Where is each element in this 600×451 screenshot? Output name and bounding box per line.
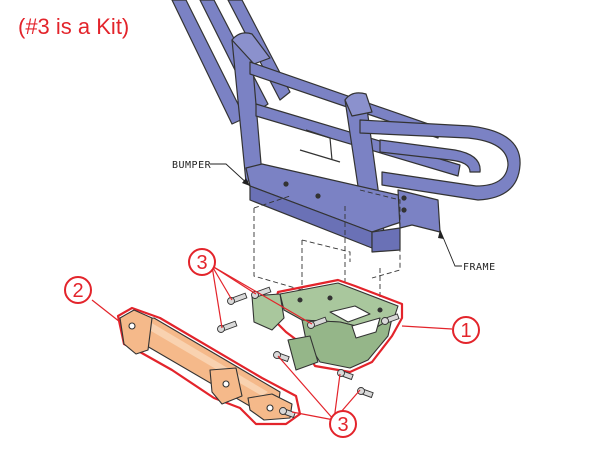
- leader-3-bottom-a: [277, 355, 335, 421]
- callout-3-bottom-number: 3: [337, 414, 348, 436]
- mount-bracket-front-tab: [287, 335, 319, 371]
- callout-2: 2: [64, 276, 92, 304]
- crossbar-left-bracket: [119, 309, 153, 355]
- bumper-label: BUMPER: [172, 160, 212, 171]
- callout-1-number: 1: [460, 320, 471, 342]
- crossbar-tube-highlight: [146, 322, 268, 396]
- bolt: [279, 407, 296, 419]
- mount-bracket-halo: [270, 278, 404, 374]
- bumper-side-loop: [359, 119, 521, 201]
- phantom-frame-lines: [253, 189, 401, 300]
- frame-leader-arrow: [438, 230, 444, 239]
- leader-3-top-a: [211, 265, 233, 301]
- frame-rail-end: [397, 189, 441, 233]
- leader-2: [91, 299, 121, 323]
- leader-3-top-b: [211, 265, 223, 329]
- crossbar-halo: [116, 306, 302, 426]
- mount-bracket-cutout: [329, 305, 371, 323]
- bumper-leader-arrow: [242, 178, 250, 186]
- crossbar-assembly: [116, 306, 302, 426]
- leader-3-top-d: [211, 265, 313, 325]
- callout-leaders: [91, 265, 453, 421]
- callout-2-number: 2: [72, 280, 83, 302]
- bumper-assembly: [171, 0, 521, 253]
- text-labels: BUMPER FRAME: [172, 160, 496, 273]
- bolt-kit: [217, 286, 400, 419]
- callout-3-top-number: 3: [196, 252, 207, 274]
- bracket-hole: [377, 307, 383, 313]
- frame-label: FRAME: [463, 262, 496, 273]
- bolt: [337, 369, 354, 381]
- frame-leader-line: [439, 229, 462, 267]
- crossbar-hole: [222, 380, 230, 388]
- bumper-side-loop-inner: [379, 139, 481, 173]
- bolt: [227, 292, 248, 305]
- bolt: [357, 387, 374, 399]
- bumper-hole: [401, 207, 407, 213]
- bumper-leader-line: [210, 163, 251, 187]
- mount-bracket-pocket: [351, 317, 381, 339]
- bumper-detail-line: [305, 129, 333, 161]
- mount-bracket: [251, 278, 404, 374]
- crossbar-hole: [266, 404, 274, 412]
- frame-rail-face: [371, 227, 401, 253]
- bumper-guard-left-top: [231, 32, 271, 65]
- bumper-hole: [283, 181, 289, 187]
- bolt: [217, 320, 238, 333]
- bracket-hole: [327, 295, 333, 301]
- callout-1: 1: [452, 316, 480, 344]
- bumper-hole: [315, 193, 321, 199]
- bolt: [381, 313, 400, 325]
- bolt: [307, 316, 328, 329]
- crossbar-hole: [128, 322, 136, 330]
- bumper-detail-line: [299, 149, 341, 163]
- bumper-guard-right-top: [344, 92, 373, 117]
- bracket-hole: [297, 297, 303, 303]
- callout-3-bottom: 3: [329, 410, 357, 438]
- leader-3-bottom-d: [291, 411, 335, 421]
- bumper-hole: [401, 195, 407, 201]
- kit-note: (#3 is a Kit): [18, 14, 130, 39]
- leader-1: [401, 325, 453, 330]
- callout-3-top: 3: [188, 248, 216, 276]
- leader-3-bottom-b: [333, 373, 341, 421]
